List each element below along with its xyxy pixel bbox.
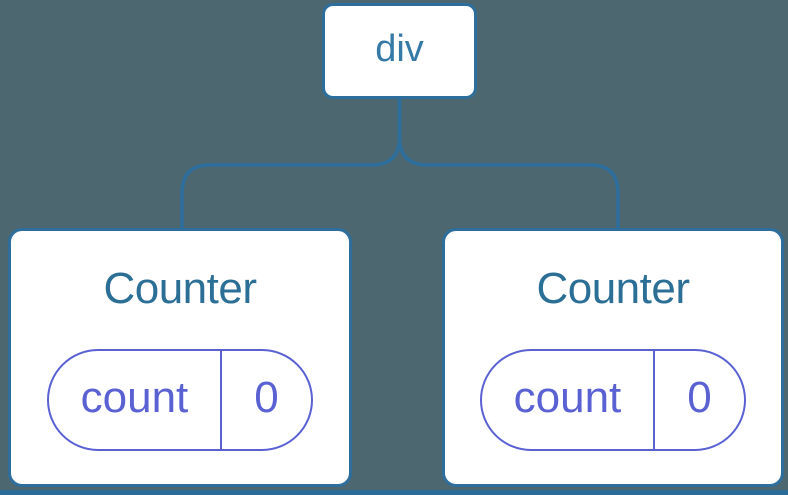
component-title: Counter: [103, 264, 257, 313]
state-key: count: [482, 351, 655, 449]
root-node: div: [322, 3, 477, 99]
bottom-edge-strip: [0, 490, 788, 495]
counter-card-left: Counter count 0: [8, 228, 352, 487]
state-pill: count 0: [480, 349, 746, 451]
state-value: 0: [254, 373, 279, 422]
state-key: count: [49, 351, 222, 449]
counter-card-right: Counter count 0: [442, 228, 784, 487]
state-pill: count 0: [47, 349, 313, 451]
connector-right-branch: [397, 99, 620, 230]
component-title: Counter: [536, 264, 690, 313]
connector-left-branch: [180, 99, 402, 230]
state-value: 0: [687, 373, 712, 422]
root-node-label: div: [375, 28, 424, 70]
